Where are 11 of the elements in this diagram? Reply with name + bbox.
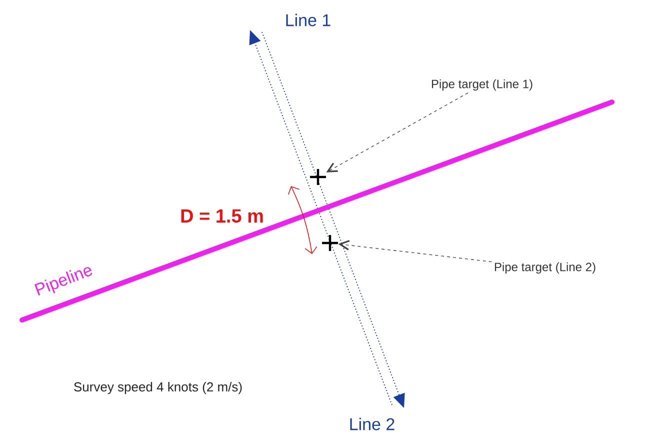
leader-line bbox=[338, 240, 492, 262]
note-text: Survey speed 4 knots (2 m/s) bbox=[74, 382, 242, 394]
leader-line bbox=[326, 92, 468, 172]
dimension-label: D = 1.5 m bbox=[181, 209, 263, 223]
survey-line-label: Line 1 bbox=[286, 14, 330, 26]
callout-text: Pipe target (Line 2) bbox=[494, 262, 596, 274]
pipeline-label: Pipeline bbox=[34, 267, 92, 296]
target-cross bbox=[310, 169, 326, 185]
callout-text: Pipe target (Line 1) bbox=[432, 79, 532, 91]
survey-line-label: Line 2 bbox=[350, 418, 394, 430]
target-cross bbox=[322, 235, 338, 251]
